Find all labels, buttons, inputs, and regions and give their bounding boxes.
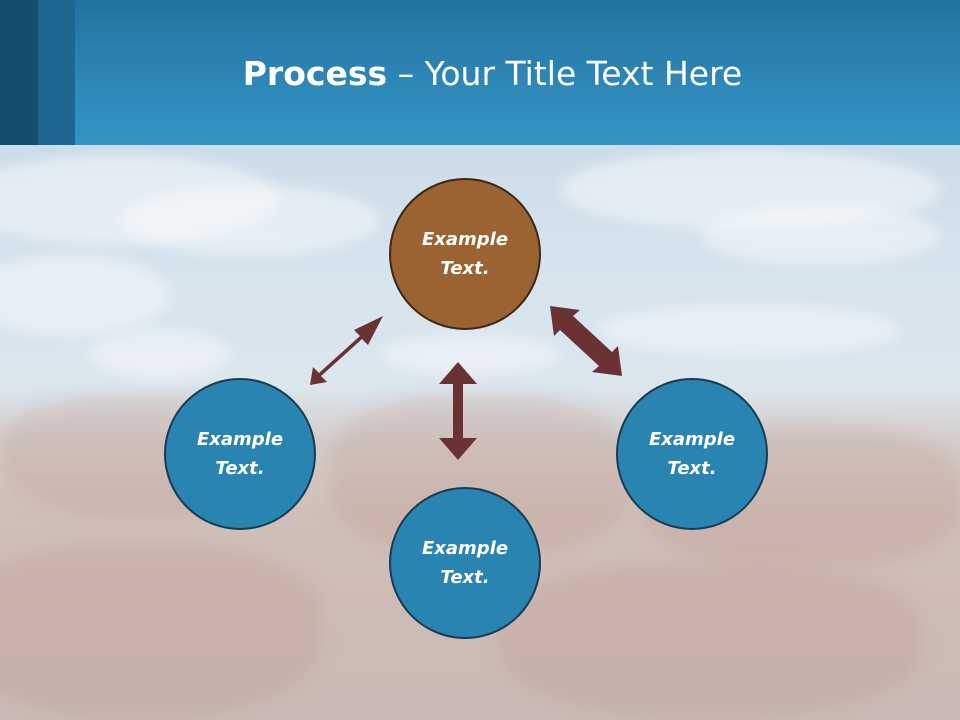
process-node-bottom[interactable]: Example Text. [389, 487, 541, 639]
process-node-left[interactable]: Example Text. [164, 378, 316, 530]
node-label: Example Text. [648, 429, 736, 479]
node-label: Example Text. [196, 429, 284, 479]
slide-title: Process – Your Title Text Here [0, 52, 960, 96]
node-label: Example Text. [421, 538, 509, 588]
process-node-top[interactable]: Example Text. [389, 178, 541, 330]
arrow-top-bottom [439, 362, 477, 460]
node-label: Example Text. [421, 229, 509, 279]
title-bar: Process – Your Title Text Here [0, 0, 960, 145]
arrow-top-right [550, 306, 622, 376]
process-node-right[interactable]: Example Text. [616, 378, 768, 530]
title-bold: Process [242, 54, 388, 93]
arrow-top-left [310, 316, 383, 385]
accent-strip-dark [0, 0, 38, 145]
title-rest: – Your Title Text Here [387, 54, 743, 93]
accent-strip [38, 0, 75, 145]
